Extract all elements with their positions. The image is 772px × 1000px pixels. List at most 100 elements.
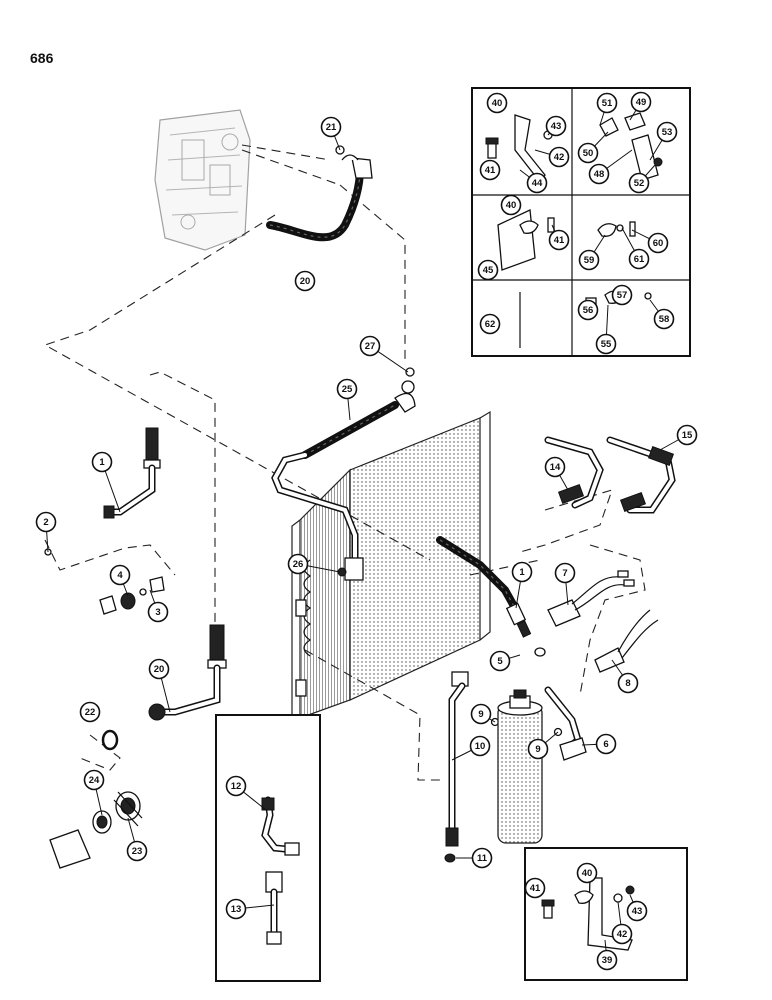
callout-c4: 4 — [109, 564, 131, 586]
svg-text:56: 56 — [583, 305, 594, 316]
svg-text:23: 23 — [132, 846, 143, 857]
switch-8 — [594, 609, 659, 673]
svg-text:61: 61 — [634, 254, 645, 265]
svg-text:11: 11 — [477, 853, 488, 864]
svg-text:40: 40 — [506, 200, 517, 211]
callout-c40a: 40 — [486, 92, 508, 114]
callout-c15: 15 — [676, 424, 698, 446]
callout-c53: 53 — [656, 121, 678, 143]
svg-text:44: 44 — [532, 178, 543, 189]
svg-text:51: 51 — [602, 98, 613, 109]
callout-c20a: 20 — [294, 270, 316, 292]
callout-c61: 61 — [628, 248, 650, 270]
switch-7 — [547, 570, 635, 627]
svg-text:43: 43 — [632, 906, 643, 917]
callout-c1a: 1 — [91, 451, 113, 473]
callout-c50: 50 — [577, 142, 599, 164]
svg-text:45: 45 — [483, 265, 494, 276]
callout-c9a: 9 — [470, 703, 492, 725]
callout-c51: 51 — [596, 92, 618, 114]
callout-c21: 21 — [320, 116, 342, 138]
svg-text:4: 4 — [117, 570, 123, 581]
svg-text:13: 13 — [231, 904, 242, 915]
svg-text:43: 43 — [551, 121, 562, 132]
callout-c8: 8 — [617, 672, 639, 694]
callout-c57: 57 — [611, 284, 633, 306]
hose-1-right — [436, 536, 532, 638]
svg-text:9: 9 — [535, 744, 540, 755]
svg-text:10: 10 — [475, 741, 486, 752]
hose-25-and-tube — [271, 380, 416, 581]
svg-text:41: 41 — [485, 165, 496, 176]
svg-text:27: 27 — [365, 341, 376, 352]
svg-text:3: 3 — [155, 607, 160, 618]
callout-c56: 56 — [577, 299, 599, 321]
callout-c41a: 41 — [479, 159, 501, 181]
callout-c48: 48 — [588, 163, 610, 185]
svg-text:6: 6 — [603, 739, 608, 750]
callout-c42a: 42 — [548, 146, 570, 168]
callout-c60: 60 — [647, 232, 669, 254]
compressor — [154, 109, 251, 251]
inset-lines-12-13 — [215, 714, 321, 982]
callout-c62: 62 — [479, 313, 501, 335]
svg-text:41: 41 — [530, 883, 541, 894]
svg-text:39: 39 — [602, 955, 613, 966]
fittings-23-24 — [49, 791, 143, 869]
o-rings — [44, 145, 563, 751]
callout-c59: 59 — [578, 249, 600, 271]
callout-c42b: 42 — [611, 923, 633, 945]
svg-text:25: 25 — [342, 384, 353, 395]
svg-text:24: 24 — [89, 775, 100, 786]
tube-13 — [265, 871, 283, 945]
callout-c24: 24 — [83, 769, 105, 791]
callout-c20b: 20 — [148, 658, 170, 680]
callout-c12: 12 — [225, 775, 247, 797]
svg-text:59: 59 — [584, 255, 595, 266]
svg-text:8: 8 — [625, 678, 630, 689]
svg-text:1: 1 — [99, 457, 105, 468]
svg-text:42: 42 — [554, 152, 565, 163]
callout-c40b: 40 — [500, 194, 522, 216]
callout-c22: 22 — [79, 701, 101, 723]
callout-c2: 2 — [35, 511, 57, 533]
svg-text:20: 20 — [300, 276, 311, 287]
tube-1-left — [103, 427, 161, 519]
callout-c43b: 43 — [626, 900, 648, 922]
hose-14-15 — [544, 436, 676, 514]
callout-c9b: 9 — [527, 738, 549, 760]
callout-c52: 52 — [628, 172, 650, 194]
svg-text:40: 40 — [492, 98, 503, 109]
svg-text:21: 21 — [326, 122, 337, 133]
callout-c41b: 41 — [548, 229, 570, 251]
callout-c3: 3 — [147, 601, 169, 623]
svg-text:15: 15 — [682, 430, 693, 441]
svg-text:40: 40 — [582, 868, 593, 879]
svg-text:42: 42 — [617, 929, 628, 940]
page-number: 686 — [30, 50, 54, 66]
svg-text:53: 53 — [662, 127, 673, 138]
callout-c13: 13 — [225, 898, 247, 920]
callout-c26: 26 — [287, 553, 309, 575]
condenser — [291, 410, 491, 721]
svg-text:14: 14 — [550, 462, 561, 473]
callout-c40c: 40 — [576, 862, 598, 884]
callout-c14: 14 — [544, 456, 566, 478]
callout-c43a: 43 — [545, 115, 567, 137]
callout-c58: 58 — [653, 308, 675, 330]
callout-c39: 39 — [596, 949, 618, 971]
callout-c10: 10 — [469, 735, 491, 757]
svg-text:62: 62 — [485, 319, 496, 330]
svg-text:26: 26 — [293, 559, 304, 570]
callout-c5: 5 — [489, 650, 511, 672]
callout-c49: 49 — [630, 91, 652, 113]
fittings-3-4 — [99, 576, 165, 615]
callout-c55: 55 — [595, 333, 617, 355]
callout-c25: 25 — [336, 378, 358, 400]
callout-c44: 44 — [526, 172, 548, 194]
svg-text:5: 5 — [497, 656, 503, 667]
callout-c11: 11 — [471, 847, 493, 869]
svg-text:50: 50 — [583, 148, 594, 159]
svg-text:48: 48 — [594, 169, 605, 180]
